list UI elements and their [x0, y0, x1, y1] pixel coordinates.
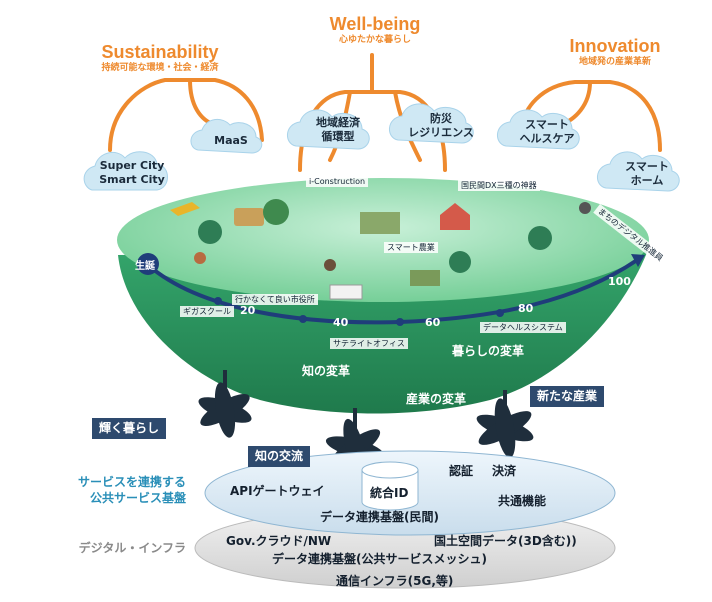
public-service-label: サービスを連携する 公共サービス基盤 — [77, 475, 186, 505]
unified-id-label: 統合ID — [370, 486, 409, 500]
payment-label: 決済 — [492, 464, 517, 478]
public-data-mesh-label: データ連携基盤(公共サービスメッシュ) — [272, 552, 487, 566]
cloud-line: スマート — [625, 160, 669, 173]
cloud-label: MaaS — [200, 126, 262, 156]
digital-infra-label: デジタル・インフラ — [78, 541, 186, 555]
life-age-label: 80 — [518, 302, 534, 315]
pillar-title: Well-being — [329, 14, 421, 34]
pillar-title: Innovation — [569, 36, 661, 56]
api-gateway-label: APIゲートウェイ — [230, 484, 325, 498]
city-scenery — [170, 199, 591, 300]
scenario-tag: 行かなくて良い市役所 — [232, 294, 318, 305]
driver-knowledge-exchange: 知の交流 — [248, 446, 311, 467]
pillar-subtitle: 心ゆたかな暮らし — [338, 35, 411, 45]
scenario-tag: サテライトオフィス — [330, 338, 408, 349]
cloud-line: ホーム — [630, 174, 664, 187]
cloud-label: スマートホーム — [606, 156, 688, 192]
geospatial-data-label: 国土空間データ(3D含む)) — [434, 534, 577, 548]
life-age-label: 100 — [608, 275, 631, 288]
pillar-wellbeing: Well-being 心ゆたかな暮らし — [300, 14, 450, 46]
life-age-label: 60 — [425, 316, 441, 329]
scenario-tag: i-Construction — [306, 176, 369, 187]
pillar-sustainability: Sustainability 持続可能な環境・社会・経済 — [75, 42, 245, 74]
cloud-line: 防災 — [430, 112, 452, 125]
pillar-innovation: Innovation 地域発の産業革新 — [540, 36, 690, 68]
cloud-line: ヘルスケア — [519, 132, 575, 145]
id-cylinder — [361, 470, 419, 511]
scenario-tag: スマート農業 — [384, 242, 438, 253]
cloud-line: MaaS — [214, 134, 248, 147]
life-age-label: 20 — [240, 304, 256, 317]
cloud-label: 地域経済循環型 — [296, 112, 380, 148]
cloud-line: 循環型 — [321, 130, 355, 143]
auth-label: 認証 — [449, 464, 474, 478]
cloud-line: スマート — [525, 118, 569, 131]
cloud-line: 地域経済 — [316, 116, 360, 129]
life-age-label: 40 — [333, 316, 349, 329]
band-lifestyle: 暮らしの変革 — [452, 344, 525, 358]
cloud-line: レジリエンス — [408, 126, 474, 139]
life-start-label: 生誕 — [135, 261, 155, 272]
scenario-tag: 国民間DX三種の神器 — [458, 180, 540, 191]
cloud-label: 防災レジリエンス — [398, 108, 484, 144]
driver-bright-living: 輝く暮らし — [92, 418, 167, 439]
pillar-subtitle: 地域発の産業革新 — [578, 57, 651, 67]
telecom-infra-label: 通信インフラ(5G,等) — [336, 574, 454, 588]
pillar-subtitle: 持続可能な環境・社会・経済 — [101, 63, 219, 73]
driver-new-industry: 新たな産業 — [530, 386, 605, 407]
gov-cloud-label: Gov.クラウド/NW — [226, 534, 332, 548]
cloud-line: Smart City — [99, 173, 165, 186]
fan-icons — [198, 370, 534, 478]
common-functions-label: 共通機能 — [498, 494, 547, 508]
private-data-platform-label: データ連携基盤(民間) — [320, 510, 439, 524]
scenario-tag: ギガスクール — [180, 306, 234, 317]
band-industry: 産業の変革 — [406, 392, 467, 406]
cloud-label: スマートヘルスケア — [506, 114, 588, 150]
pillar-title: Sustainability — [101, 42, 219, 62]
band-knowledge: 知の変革 — [302, 364, 351, 378]
cloud-line: Super City — [99, 159, 165, 172]
scenario-tag: データヘルスシステム — [480, 322, 566, 333]
